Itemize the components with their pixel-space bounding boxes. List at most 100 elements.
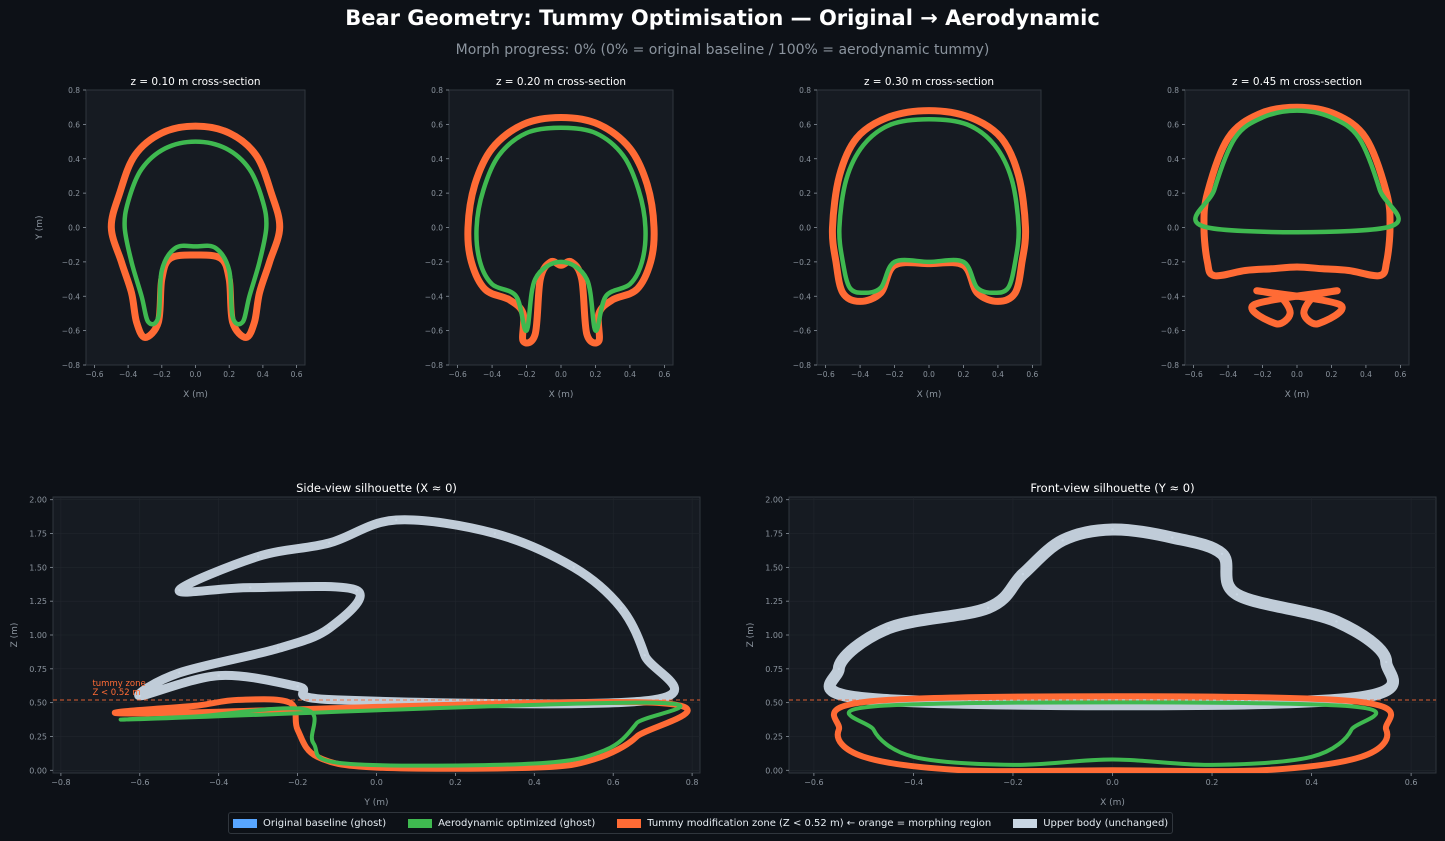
y-tick-label: 0.4: [431, 155, 443, 164]
data-point: [521, 339, 525, 343]
panel-title: z = 0.30 m cross-section: [864, 76, 994, 88]
data-point: [969, 116, 972, 119]
y-tick-label: 1.00: [765, 631, 783, 640]
data-point: [1111, 758, 1114, 761]
y-tick-label: 1.25: [29, 597, 47, 606]
legend-item: Upper body (unchanged): [1013, 818, 1168, 829]
y-tick-label: −0.2: [62, 258, 80, 267]
data-point: [296, 728, 299, 731]
data-point: [138, 712, 141, 715]
x-tick-label: 0.2: [223, 370, 235, 379]
data-point: [1357, 136, 1361, 140]
y-tick-label: −0.2: [793, 258, 811, 267]
data-point: [258, 291, 261, 295]
data-point: [872, 728, 875, 731]
y-tick-label: 0.8: [1167, 86, 1179, 95]
plot-area: [448, 89, 674, 366]
data-point: [962, 260, 965, 264]
data-point: [838, 174, 841, 178]
y-tick-label: −0.6: [425, 327, 443, 336]
y-tick-label: 0.8: [68, 86, 80, 95]
data-point: [1013, 260, 1017, 264]
data-point: [879, 286, 882, 289]
y-tick-label: 1.75: [29, 530, 47, 539]
data-point: [572, 566, 575, 569]
figure-title: Bear Geometry: Tummy Optimisation — Orig…: [345, 6, 1100, 30]
panel-title: Side-view silhouette (X ≈ 0): [296, 481, 457, 495]
data-point: [1333, 112, 1337, 116]
data-point: [996, 300, 1000, 303]
data-point: [592, 758, 595, 761]
x-tick-label: 0.0: [923, 370, 935, 379]
data-point: [1347, 269, 1350, 272]
data-point: [644, 226, 647, 229]
data-point: [1233, 136, 1237, 140]
data-point: [130, 291, 133, 295]
legend-item: Tummy modification zone (Z < 0.52 m) ← o…: [617, 818, 991, 829]
x-tick-label: −0.6: [85, 370, 103, 379]
data-point: [160, 131, 164, 135]
x-tick-label: 0.4: [992, 370, 1004, 379]
data-point: [194, 253, 197, 257]
data-point: [473, 183, 477, 186]
data-point: [197, 714, 201, 718]
x-tick-label: 0.0: [1291, 370, 1303, 379]
data-point: [965, 123, 969, 126]
data-point: [483, 288, 487, 291]
data-point: [268, 260, 271, 264]
data-point: [508, 298, 511, 301]
data-point: [533, 762, 536, 765]
data-point: [1360, 755, 1363, 758]
data-point: [146, 717, 149, 721]
data-point: [244, 336, 248, 339]
y-tick-label: 2.00: [29, 496, 47, 505]
data-point: [834, 260, 838, 264]
data-point: [327, 627, 331, 630]
data-point: [1171, 536, 1174, 539]
x-tick-label: 0.0: [190, 370, 202, 379]
x-tick-label: −0.2: [885, 370, 903, 379]
data-point: [214, 246, 217, 250]
x-tick-label: −0.4: [1219, 370, 1237, 379]
data-point: [559, 126, 563, 130]
y-tick-label: 0.75: [765, 665, 783, 674]
y-tick-label: −0.8: [425, 361, 443, 370]
y-tick-label: 0.50: [29, 699, 47, 708]
data-point: [1288, 312, 1292, 315]
data-point: [1330, 116, 1333, 119]
x-tick-label: −0.2: [1003, 778, 1022, 787]
data-point: [1313, 295, 1316, 298]
data-point: [1061, 539, 1064, 542]
legend-label: Upper body (unchanged): [1043, 817, 1169, 829]
data-point: [265, 226, 268, 229]
data-point: [1338, 303, 1342, 307]
data-point: [635, 721, 639, 725]
data-point: [559, 264, 563, 267]
data-point: [478, 260, 482, 264]
x-tick-label: 0.4: [257, 370, 269, 379]
data-point: [1020, 260, 1024, 264]
data-point: [976, 286, 979, 289]
data-point: [1385, 660, 1388, 664]
series-group: [112, 515, 691, 772]
series-group: [464, 114, 658, 347]
annotation-label: Z < 0.52 m: [92, 688, 140, 698]
y-tick-label: 1.50: [765, 563, 783, 572]
data-point: [628, 283, 632, 286]
data-point: [261, 200, 265, 203]
series-aero-outline: [1193, 108, 1401, 235]
data-point: [858, 300, 862, 303]
data-point: [643, 701, 646, 704]
series-upper-outline: [823, 523, 1399, 711]
data-point: [611, 298, 614, 301]
data-point: [1235, 593, 1239, 596]
y-tick-label: 0.2: [1167, 189, 1179, 198]
plot-area: [816, 89, 1042, 366]
data-point: [126, 200, 130, 203]
data-point: [1111, 769, 1114, 772]
data-point: [927, 260, 931, 264]
data-point: [178, 589, 181, 592]
legend-item: Original baseline (ghost): [233, 818, 386, 829]
y-tick-label: 0.4: [799, 155, 811, 164]
